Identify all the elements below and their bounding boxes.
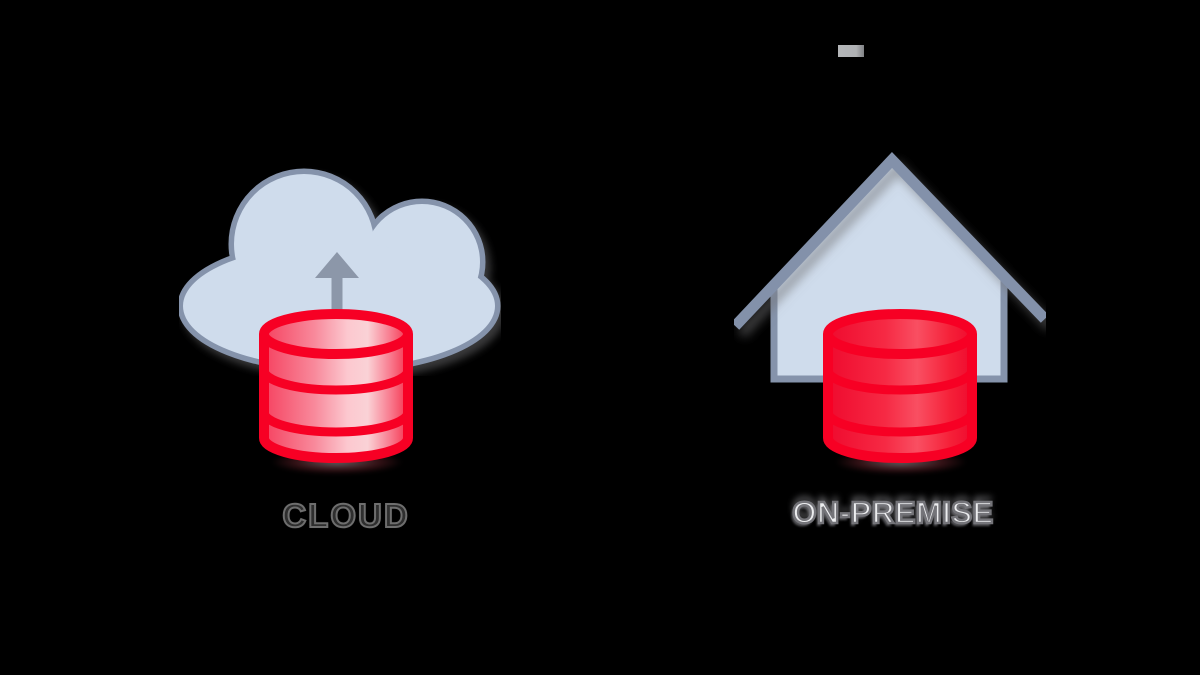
smudge-artifact <box>838 45 864 57</box>
upload-arrow-icon <box>315 252 359 312</box>
cloud-label: CLOUD <box>281 497 410 534</box>
database-icon <box>823 309 977 463</box>
database-icon <box>259 309 413 463</box>
on-premise-label: ON-PREMISE <box>791 494 994 531</box>
